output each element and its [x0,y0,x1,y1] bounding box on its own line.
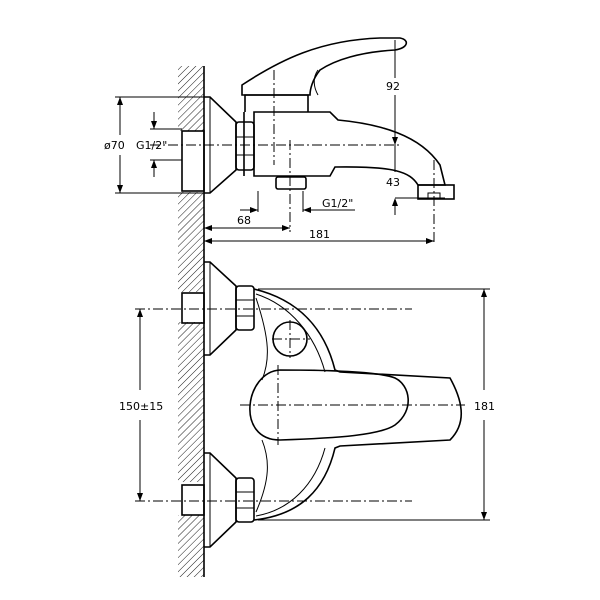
hex-nut [235,121,255,171]
hex-nut-lower [235,477,255,523]
dim-inlet-spacing: 150±15 [119,400,163,413]
dim-inlet-thread: G1/2" [136,139,167,152]
cartridge-base [244,94,309,112]
body-inner-arc [255,447,326,517]
body-outline [253,288,462,521]
dim-outlet-thread: G1/2" [322,197,353,210]
dim-outlet-offset: 68 [237,214,251,227]
dim-spout-height: 43 [386,176,400,189]
dim-projection: 181 [309,228,330,241]
lever-edge [313,69,319,96]
dim-arrow [392,198,398,206]
dim-width: 181 [474,400,495,413]
inlet-socket-upper [181,292,205,324]
inlet-socket-lower [181,484,205,516]
inlet-socket [181,130,205,192]
side-view: ø70 G1/2" 92 43 G1/2" 68 181 [104,37,455,245]
wall-hatch-top [178,66,204,131]
wall-hatch-mid2 [178,322,204,482]
wall-hatch-bottom [178,515,204,577]
dim-arrow [392,137,398,145]
hex-nut-upper [235,285,255,331]
flange-lower [204,452,237,548]
lever-top [249,369,409,441]
dim-height-top: 92 [386,80,400,93]
mixer-body [253,111,447,186]
wall-hatch-mid1 [178,192,204,292]
lever-handle [241,37,408,96]
dim-arrows [250,207,311,213]
body-inner-arc [255,293,326,373]
spout-outlet [417,184,455,200]
body-waist [255,297,268,513]
shower-outlet [275,176,307,190]
dim-flange-diameter: ø70 [104,139,125,152]
top-view: 150±15 181 [119,261,495,548]
